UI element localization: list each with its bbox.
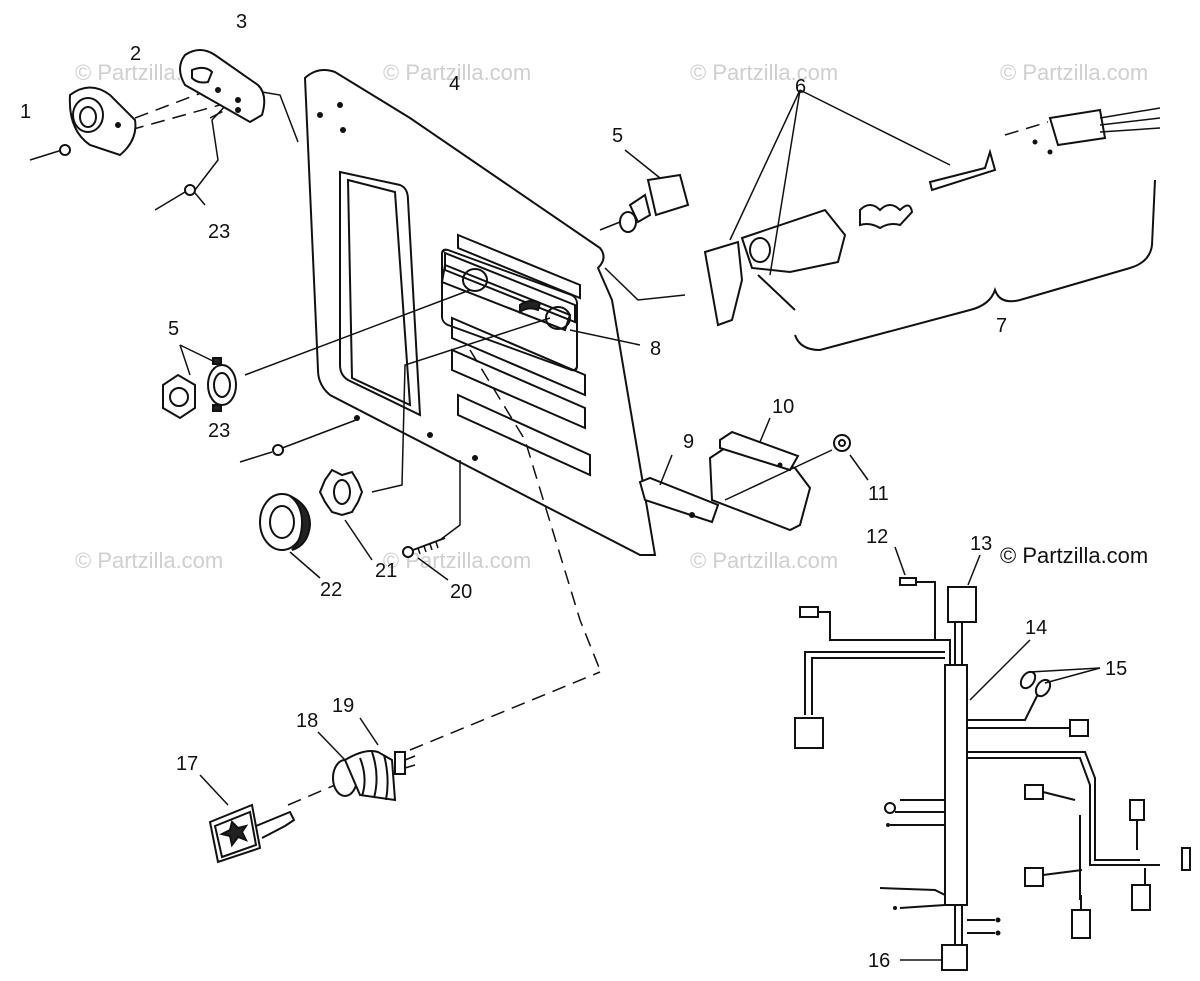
callout-15: 15 [1105,658,1127,680]
callout-23-top: 23 [208,221,230,243]
callout-13: 13 [970,533,992,555]
callout-3: 3 [236,11,247,33]
callout-21: 21 [375,560,397,582]
callout-4: 4 [449,73,460,95]
callout-8: 8 [650,338,661,360]
callout-11: 11 [868,483,889,505]
callout-14: 14 [1025,617,1047,639]
callout-17: 17 [176,753,198,775]
part-5-nut-washer [162,344,237,420]
callout-5-left: 5 [168,318,179,340]
part-23-bolt-lower [239,444,284,463]
part-22-ring [259,493,321,579]
part-2-bezel [68,86,137,157]
part-6-7-switch-assembly [703,89,1161,352]
callout-20: 20 [450,581,472,603]
watermark: © Partzilla.com [75,548,223,573]
callout-7: 7 [996,315,1007,337]
part-20-screw [402,537,449,581]
part-1-bolt [29,144,71,161]
copyright-label: © Partzilla.com [1000,543,1148,568]
watermark: © Partzilla.com [1000,60,1148,85]
callout-12: 12 [866,526,888,548]
callout-9: 9 [683,431,694,453]
part-10-bracket [708,417,833,532]
callout-6: 6 [795,76,806,98]
callout-1: 1 [20,101,31,123]
part-21-star-washer [318,468,373,561]
callout-5-top: 5 [612,125,623,147]
callout-19: 19 [332,695,354,717]
part-23-bolt-top [154,184,206,211]
callout-2: 2 [130,43,141,65]
part-18-19-ignition-switch [317,717,416,802]
watermarks: © Partzilla.com © Partzilla.com © Partzi… [75,60,1148,573]
part-17-key [199,774,296,864]
part-9-pad [638,454,720,524]
callout-10: 10 [772,396,794,418]
wiring-harness [794,546,1191,971]
part-8-leader [569,329,641,346]
callout-22: 22 [320,579,342,601]
leader-lines [129,81,1049,806]
callout-16: 16 [868,950,890,972]
callout-18: 18 [296,710,318,732]
watermark: © Partzilla.com [690,548,838,573]
dash-panel [303,69,657,556]
callout-23-lower: 23 [208,420,230,442]
part-11-nut [833,434,869,481]
callout-labels: 1 2 3 4 5 5 6 7 8 9 10 11 12 13 14 15 16… [20,11,1127,972]
part-5-toggle-switch [619,149,690,233]
watermark: © Partzilla.com [383,60,531,85]
part-3-plate [179,49,266,124]
watermark: © Partzilla.com [690,60,838,85]
